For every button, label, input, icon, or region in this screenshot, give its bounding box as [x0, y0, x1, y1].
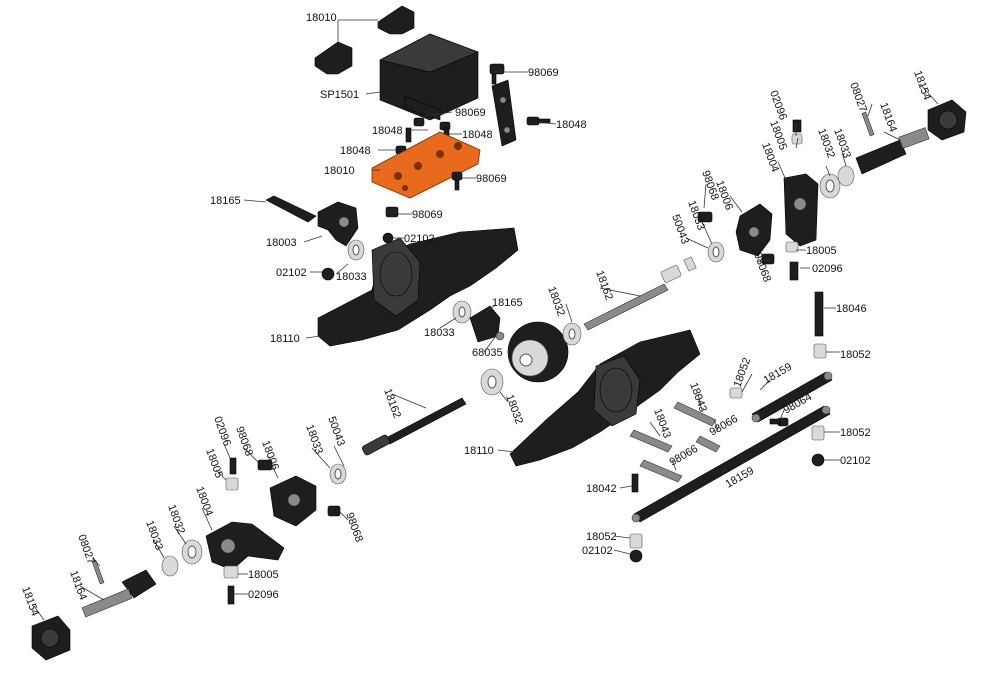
- servo-mount-bracket-top: [314, 5, 415, 75]
- part-label: 18159: [762, 361, 794, 387]
- part-label: 18032: [165, 503, 187, 536]
- part-label: 18042: [586, 483, 617, 495]
- links-right: [629, 291, 833, 563]
- parts-layer: [31, 5, 967, 661]
- part-label: 18048: [462, 129, 493, 141]
- part-label: 98066: [668, 443, 700, 469]
- suspension-links: [629, 401, 721, 483]
- servo-screws: [395, 63, 551, 155]
- part-label: 18048: [372, 125, 403, 137]
- part-label: 18162: [381, 387, 403, 420]
- part-label: 18165: [210, 195, 241, 207]
- part-label: 68035: [472, 347, 503, 359]
- servo-mount-plate: [371, 131, 481, 199]
- part-label: 18010: [324, 165, 355, 177]
- part-label: 18164: [67, 569, 89, 602]
- part-label: 18043: [651, 407, 673, 440]
- part-label: 18110: [464, 445, 494, 457]
- part-label: 18003: [266, 237, 297, 249]
- steering-group-lower-left: [31, 457, 347, 661]
- part-label: 02096: [812, 263, 843, 275]
- part-label: 18164: [877, 101, 899, 134]
- leader-lines: [33, 19, 939, 621]
- part-label: 18032: [545, 285, 567, 318]
- part-label: 18110: [270, 333, 300, 345]
- part-label: 18154: [911, 69, 933, 102]
- part-label: 18162: [593, 269, 615, 302]
- axle-housing-front: [317, 227, 519, 347]
- part-label: 02102: [840, 455, 871, 467]
- part-label: 18052: [840, 427, 871, 439]
- part-label: 18005: [806, 245, 837, 257]
- part-label: 98069: [528, 67, 559, 79]
- part-label: 98069: [412, 209, 443, 221]
- part-label: 18165: [492, 297, 523, 309]
- part-label: 08027: [847, 81, 869, 114]
- servo: [379, 33, 479, 121]
- part-label: 18048: [340, 145, 371, 157]
- link-rod-upper: [265, 195, 317, 223]
- part-label: 18010: [306, 12, 337, 24]
- part-label: 98068: [233, 425, 255, 458]
- part-label: 02096: [767, 89, 789, 122]
- part-label: 98069: [455, 107, 486, 119]
- part-label: 98068: [343, 511, 365, 544]
- drive-shaft-upper: [583, 256, 697, 331]
- part-label: 50043: [669, 213, 691, 246]
- part-label: 98066: [708, 413, 740, 439]
- part-label: 02102: [404, 233, 435, 245]
- steering-group-upper-right: [697, 99, 967, 281]
- part-label: 18048: [556, 119, 587, 131]
- part-label: 18005: [203, 447, 225, 480]
- steering-knuckle-upper: [317, 201, 359, 247]
- part-label: 18004: [193, 485, 215, 518]
- part-label: 18033: [303, 423, 325, 456]
- part-label: 02096: [211, 415, 233, 448]
- differential-ring-gear: [480, 321, 582, 396]
- part-label: 18052: [586, 531, 617, 543]
- part-label: 18052: [840, 349, 871, 361]
- part-label: 08027: [75, 533, 97, 566]
- pinion-gear: [452, 300, 505, 343]
- part-label: 02102: [582, 545, 613, 557]
- part-label: 18033: [424, 327, 455, 339]
- part-label: 18033: [143, 519, 165, 552]
- part-label: 98069: [476, 173, 507, 185]
- part-label: 18052: [732, 356, 754, 389]
- part-label: 18154: [19, 585, 41, 618]
- part-label: 18032: [503, 393, 525, 426]
- axle-housing-rear: [509, 329, 701, 467]
- part-label: 02102: [276, 267, 307, 279]
- part-label: 18046: [836, 303, 867, 315]
- part-label: SP1501: [320, 89, 359, 101]
- servo-horn: [491, 79, 517, 147]
- part-label: 18033: [336, 271, 367, 283]
- part-label: 18005: [248, 569, 279, 581]
- drive-shaft-lower: [362, 397, 467, 456]
- part-label: 50043: [325, 415, 347, 448]
- part-label: 02096: [248, 589, 279, 601]
